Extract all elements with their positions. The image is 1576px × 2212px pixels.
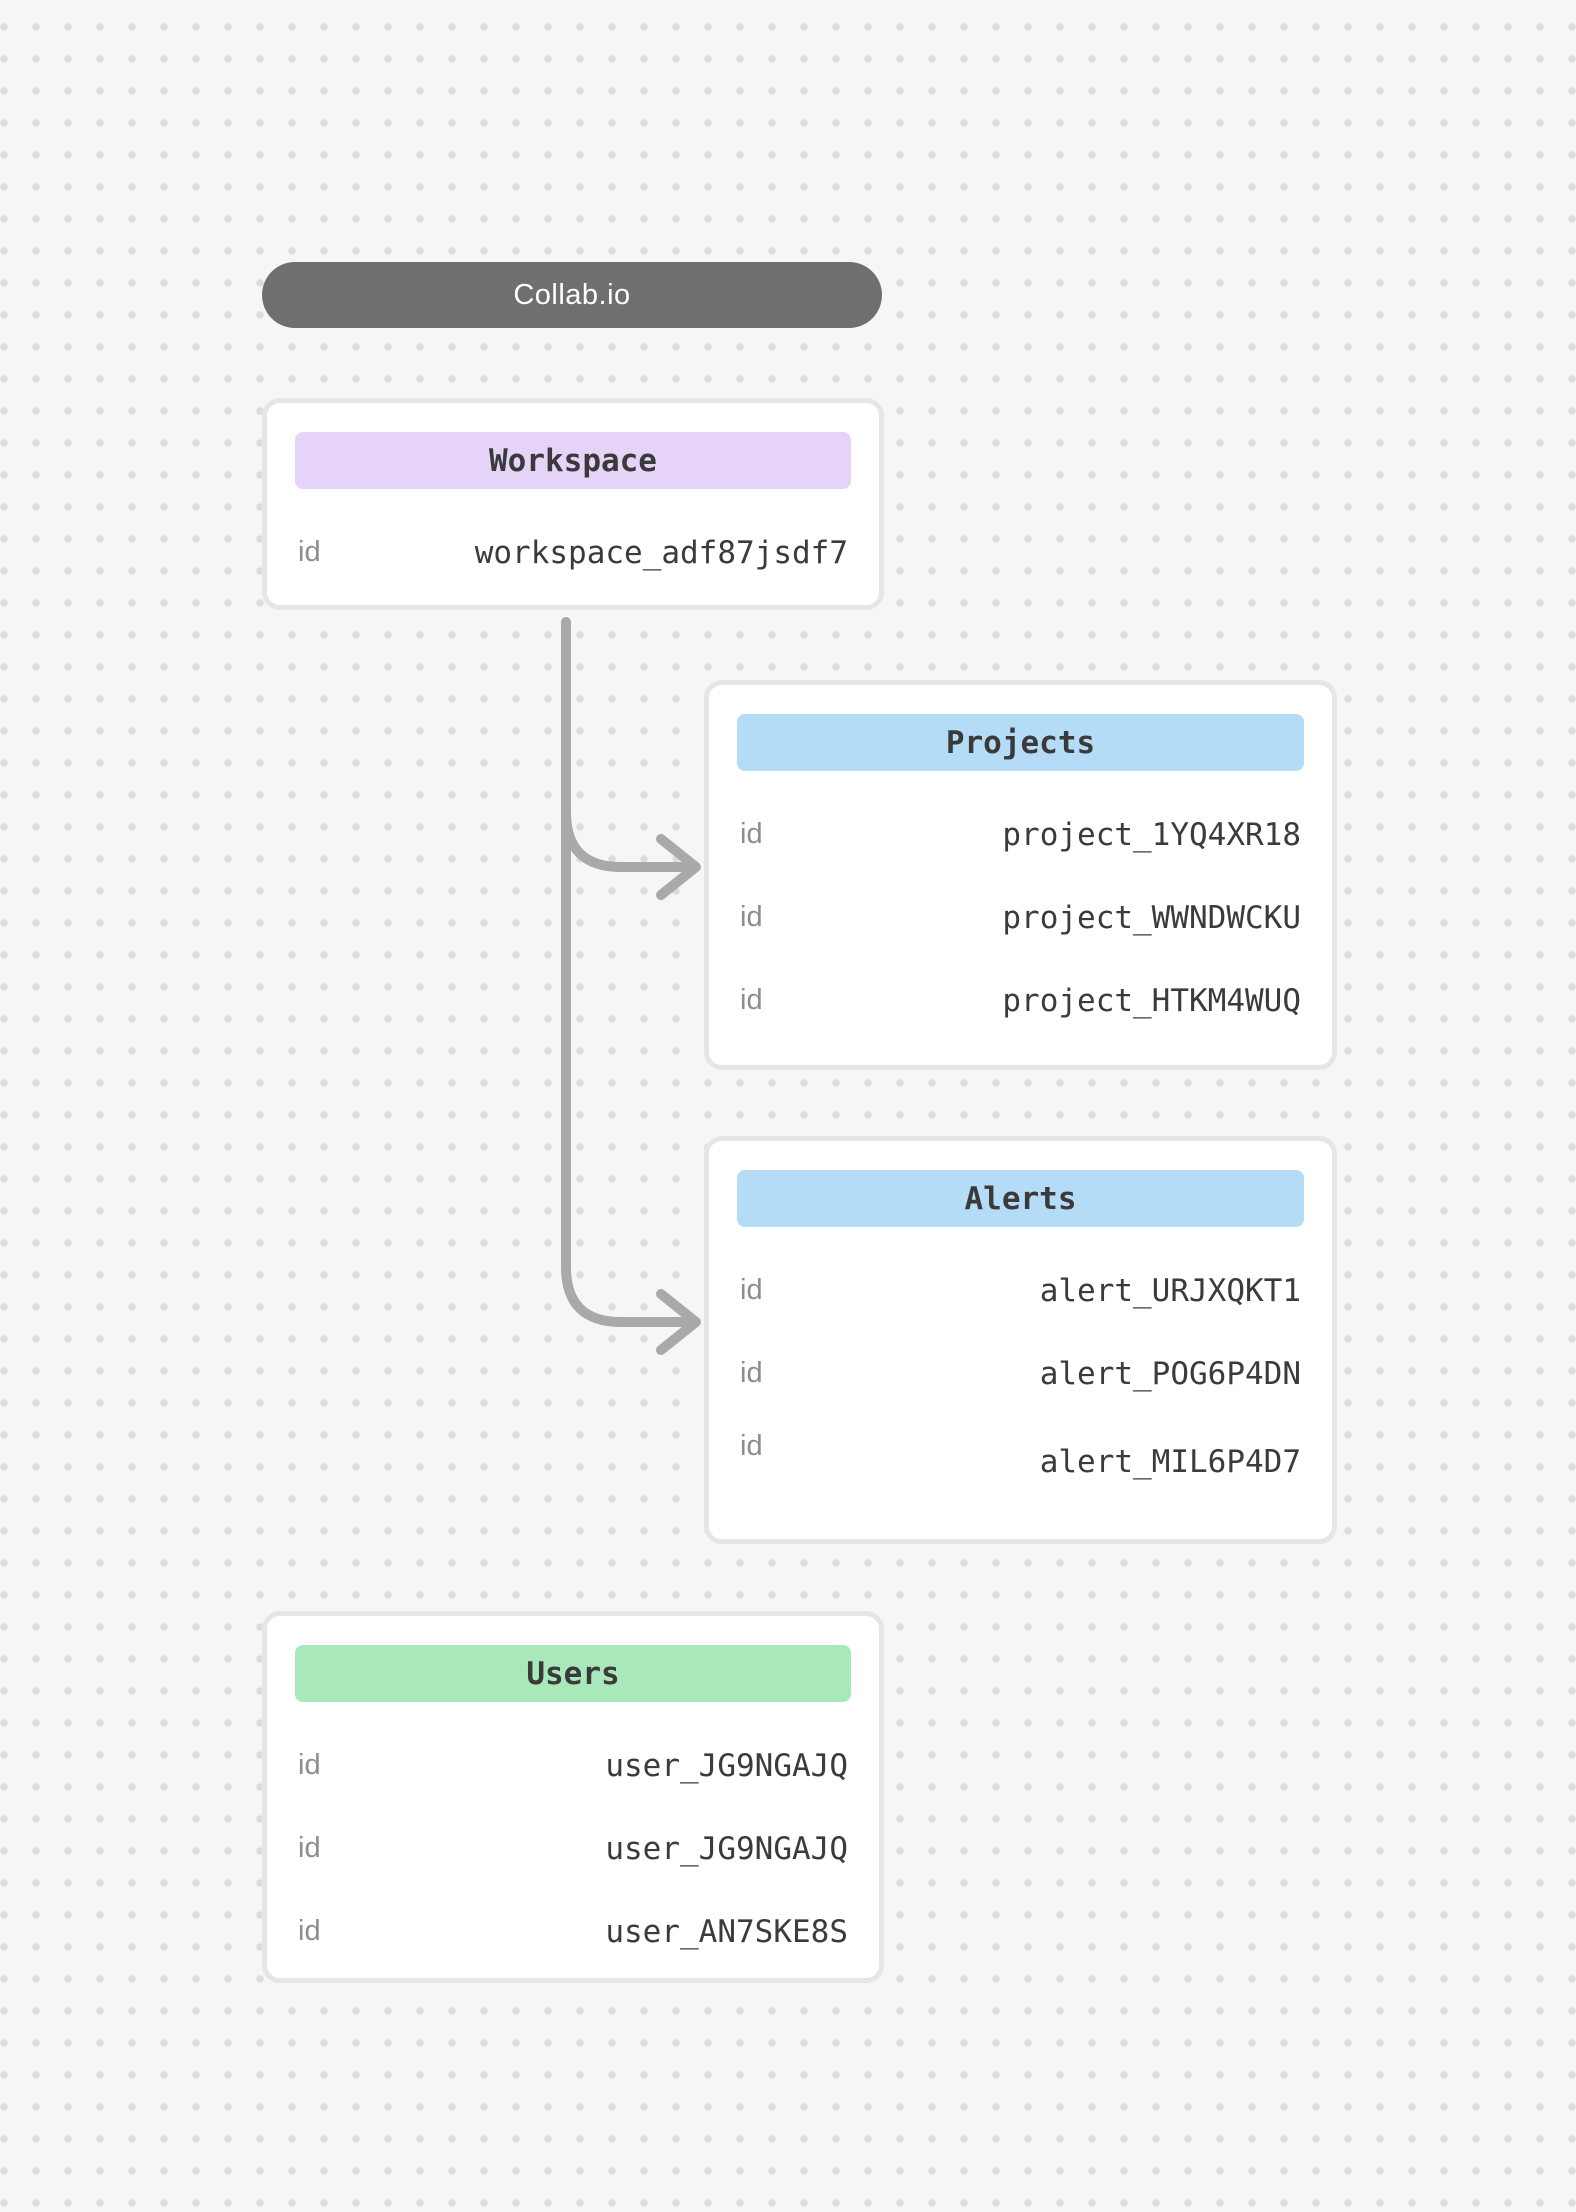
field-value: project_1YQ4XR18 bbox=[1002, 816, 1301, 853]
field-value: project_WWNDWCKU bbox=[1002, 899, 1301, 936]
field-label: id bbox=[740, 901, 763, 933]
field-row: id workspace_adf87jsdf7 bbox=[267, 511, 879, 594]
field-value: alert_POG6P4DN bbox=[1039, 1355, 1301, 1392]
field-value: user_AN7SKE8S bbox=[605, 1913, 848, 1950]
users-card-header: Users bbox=[295, 1645, 851, 1702]
entity-card-users[interactable]: Users id user_JG9NGAJQ id user_JG9NGAJQ … bbox=[262, 1611, 884, 1983]
arrowhead-projects-icon bbox=[656, 834, 701, 900]
field-value: user_JG9NGAJQ bbox=[605, 1830, 848, 1867]
field-value: alert_MIL6P4D7 bbox=[1039, 1443, 1301, 1480]
alerts-card-header: Alerts bbox=[737, 1170, 1304, 1227]
entity-card-projects[interactable]: Projects id project_1YQ4XR18 id project_… bbox=[704, 680, 1337, 1070]
field-value: user_JG9NGAJQ bbox=[605, 1747, 848, 1784]
workspace-rows: id workspace_adf87jsdf7 bbox=[267, 511, 879, 594]
app-title-pill[interactable]: Collab.io bbox=[262, 262, 882, 328]
projects-card-header: Projects bbox=[737, 714, 1304, 771]
field-label: id bbox=[740, 984, 763, 1016]
field-row: id project_1YQ4XR18 bbox=[709, 793, 1332, 876]
app-title: Collab.io bbox=[513, 278, 631, 311]
field-label: id bbox=[740, 818, 763, 850]
field-label: id bbox=[298, 536, 321, 568]
field-value: alert_URJXQKT1 bbox=[1039, 1272, 1301, 1309]
field-label: id bbox=[740, 1430, 763, 1462]
connector-workspace-projects-line bbox=[561, 807, 691, 872]
field-row: id project_WWNDWCKU bbox=[709, 876, 1332, 959]
field-label: id bbox=[298, 1915, 321, 1947]
field-row: id alert_POG6P4DN bbox=[709, 1332, 1332, 1415]
field-value: project_HTKM4WUQ bbox=[1002, 982, 1301, 1019]
field-label: id bbox=[298, 1749, 321, 1781]
arrowhead-alerts-icon bbox=[656, 1289, 701, 1355]
users-rows: id user_JG9NGAJQ id user_JG9NGAJQ id use… bbox=[267, 1724, 879, 1973]
projects-rows: id project_1YQ4XR18 id project_WWNDWCKU … bbox=[709, 793, 1332, 1042]
connector-workspace-alerts-line bbox=[561, 617, 691, 1327]
projects-card-title: Projects bbox=[945, 724, 1096, 761]
entity-card-alerts[interactable]: Alerts id alert_URJXQKT1 id alert_POG6P4… bbox=[704, 1136, 1337, 1544]
field-row: id user_JG9NGAJQ bbox=[267, 1807, 879, 1890]
field-label: id bbox=[740, 1357, 763, 1389]
field-label: id bbox=[740, 1274, 763, 1306]
field-row: id alert_MIL6P4D7 bbox=[709, 1415, 1332, 1498]
alerts-card-title: Alerts bbox=[964, 1180, 1077, 1217]
workspace-card-header: Workspace bbox=[295, 432, 851, 489]
users-card-title: Users bbox=[526, 1655, 620, 1692]
field-row: id alert_URJXQKT1 bbox=[709, 1249, 1332, 1332]
workspace-card-title: Workspace bbox=[489, 442, 657, 479]
field-value: workspace_adf87jsdf7 bbox=[474, 534, 848, 571]
field-row: id user_JG9NGAJQ bbox=[267, 1724, 879, 1807]
field-label: id bbox=[298, 1832, 321, 1864]
field-row: id project_HTKM4WUQ bbox=[709, 959, 1332, 1042]
alerts-rows: id alert_URJXQKT1 id alert_POG6P4DN id a… bbox=[709, 1249, 1332, 1498]
field-row: id user_AN7SKE8S bbox=[267, 1890, 879, 1973]
entity-card-workspace[interactable]: Workspace id workspace_adf87jsdf7 bbox=[262, 398, 884, 610]
